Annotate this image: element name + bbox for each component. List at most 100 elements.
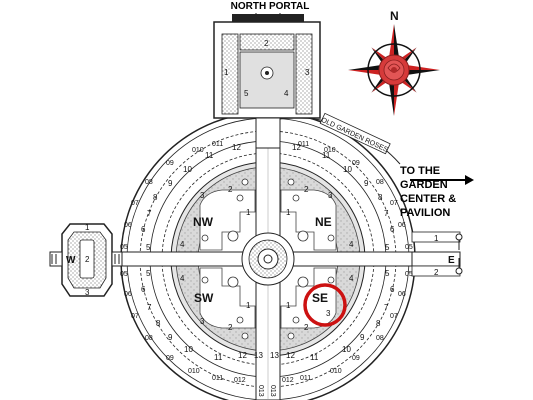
bed-number: 12 (292, 143, 301, 152)
west-letter: W (66, 255, 76, 266)
bed-number: 10 (183, 165, 192, 174)
bed-number: 6 (141, 285, 146, 294)
east-bed-1: 1 (434, 234, 439, 243)
main-garden (110, 111, 426, 400)
bed-number: 7 (384, 209, 389, 218)
portal-bed-5: 5 (244, 89, 249, 98)
bed-number: 4 (180, 240, 185, 249)
bed-number: 7 (147, 303, 152, 312)
bed-number: 12 (286, 351, 295, 360)
bed-number: 06 (124, 291, 132, 298)
portal-bed-1: 1 (224, 68, 229, 77)
bed-number: 010 (324, 147, 336, 154)
bed-number: 3 (326, 309, 331, 318)
bed-number: 2 (304, 323, 309, 332)
bed-number: 012 (234, 377, 246, 384)
quadrant-nw: NW (193, 215, 214, 229)
portal-bed-3: 3 (305, 68, 310, 77)
west-bed-3: 3 (85, 288, 90, 297)
bed-number: 11 (205, 151, 214, 160)
north-portal-label: NORTH PORTAL (230, 1, 310, 12)
bed-number: 1 (246, 301, 251, 310)
bed-number: 11 (310, 353, 319, 362)
bed-number: 13 (254, 351, 263, 360)
quadrant-beds (199, 189, 337, 329)
bed-number: 11 (214, 353, 223, 362)
bed-number: 3 (200, 317, 205, 326)
direction-line-1: TO THE (400, 165, 441, 177)
bed-numbers: 011 011 010 010 09 09 08 08 07 07 06 06 … (120, 141, 413, 397)
east-letter: E (448, 255, 455, 266)
bed-number: 07 (131, 200, 139, 207)
bed-number: 9 (168, 333, 173, 342)
bed-number: 1 (286, 301, 291, 310)
bed-number: 4 (349, 274, 354, 283)
west-bed-1: 1 (85, 223, 90, 232)
bed-number: 07 (390, 313, 398, 320)
garden-center-direction: TO THE GARDEN CENTER & PAVILION (400, 164, 530, 220)
quadrant-sw: SW (194, 291, 214, 305)
bed-number: 6 (390, 225, 395, 234)
bed-number: 11 (322, 151, 331, 160)
direction-line-3: CENTER & (400, 193, 457, 205)
bed-number: 011 (212, 141, 223, 148)
bed-number: 5 (146, 243, 151, 252)
quadrant-ne: NE (315, 215, 332, 229)
bed-number: 013 (269, 385, 276, 397)
bed-number: 09 (352, 160, 360, 167)
bed-number: 5 (146, 269, 151, 278)
compass-north-letter: N (390, 9, 399, 23)
bed-number: 1 (246, 208, 251, 217)
bed-number: 012 (282, 377, 294, 384)
bed-number: 8 (376, 319, 381, 328)
portal-bed-2: 2 (264, 39, 269, 48)
bed-number: 010 (192, 147, 204, 154)
bed-number: 010 (330, 368, 342, 375)
bed-number: 010 (188, 368, 200, 375)
bed-number: 08 (376, 335, 384, 342)
bed-number: 06 (398, 222, 406, 229)
bed-number: 011 (298, 141, 309, 148)
direction-line-2: GARDEN (400, 179, 448, 191)
bed-number: 5 (385, 243, 390, 252)
quadrant-se: SE (312, 291, 328, 305)
bed-number: 5 (385, 269, 390, 278)
bed-number: 09 (166, 355, 174, 362)
bed-number: 3 (328, 191, 333, 200)
bed-number: 4 (180, 274, 185, 283)
bed-number: 8 (156, 319, 161, 328)
bed-number: 09 (352, 355, 360, 362)
east-path: 1 2 E (410, 175, 474, 277)
bed-number: 10 (342, 345, 351, 354)
bed-number: 013 (257, 385, 264, 397)
bed-number: 08 (145, 335, 153, 342)
bed-number: 7 (384, 303, 389, 312)
bed-number: 9 (360, 333, 365, 342)
bed-number: 9 (364, 179, 369, 188)
bed-number: 4 (349, 240, 354, 249)
bed-number: 6 (141, 225, 146, 234)
bed-number: 011 (212, 375, 223, 382)
portal-bed-4: 4 (284, 89, 289, 98)
highlight-circle-se (303, 283, 347, 327)
bed-number: 9 (168, 179, 173, 188)
bed-number: 05 (405, 244, 413, 251)
bed-number: 06 (398, 291, 406, 298)
bed-number: 2 (304, 185, 309, 194)
bed-number: 8 (153, 193, 158, 202)
bed-number: 10 (343, 165, 352, 174)
bed-number: 07 (390, 200, 398, 207)
bed-number: 12 (232, 143, 241, 152)
bed-number: 6 (390, 285, 395, 294)
bed-number: 8 (378, 193, 383, 202)
bed-number: 05 (120, 271, 128, 278)
west-garden: W 1 2 3 (49, 223, 123, 297)
bed-number: 2 (228, 185, 233, 194)
north-portal: 1 2 3 4 5 (213, 14, 321, 149)
bed-number: 3 (200, 191, 205, 200)
bed-number: 12 (238, 351, 247, 360)
bed-number: 05 (405, 271, 413, 278)
bed-number: 1 (286, 208, 291, 217)
east-bed-2: 2 (434, 268, 439, 277)
